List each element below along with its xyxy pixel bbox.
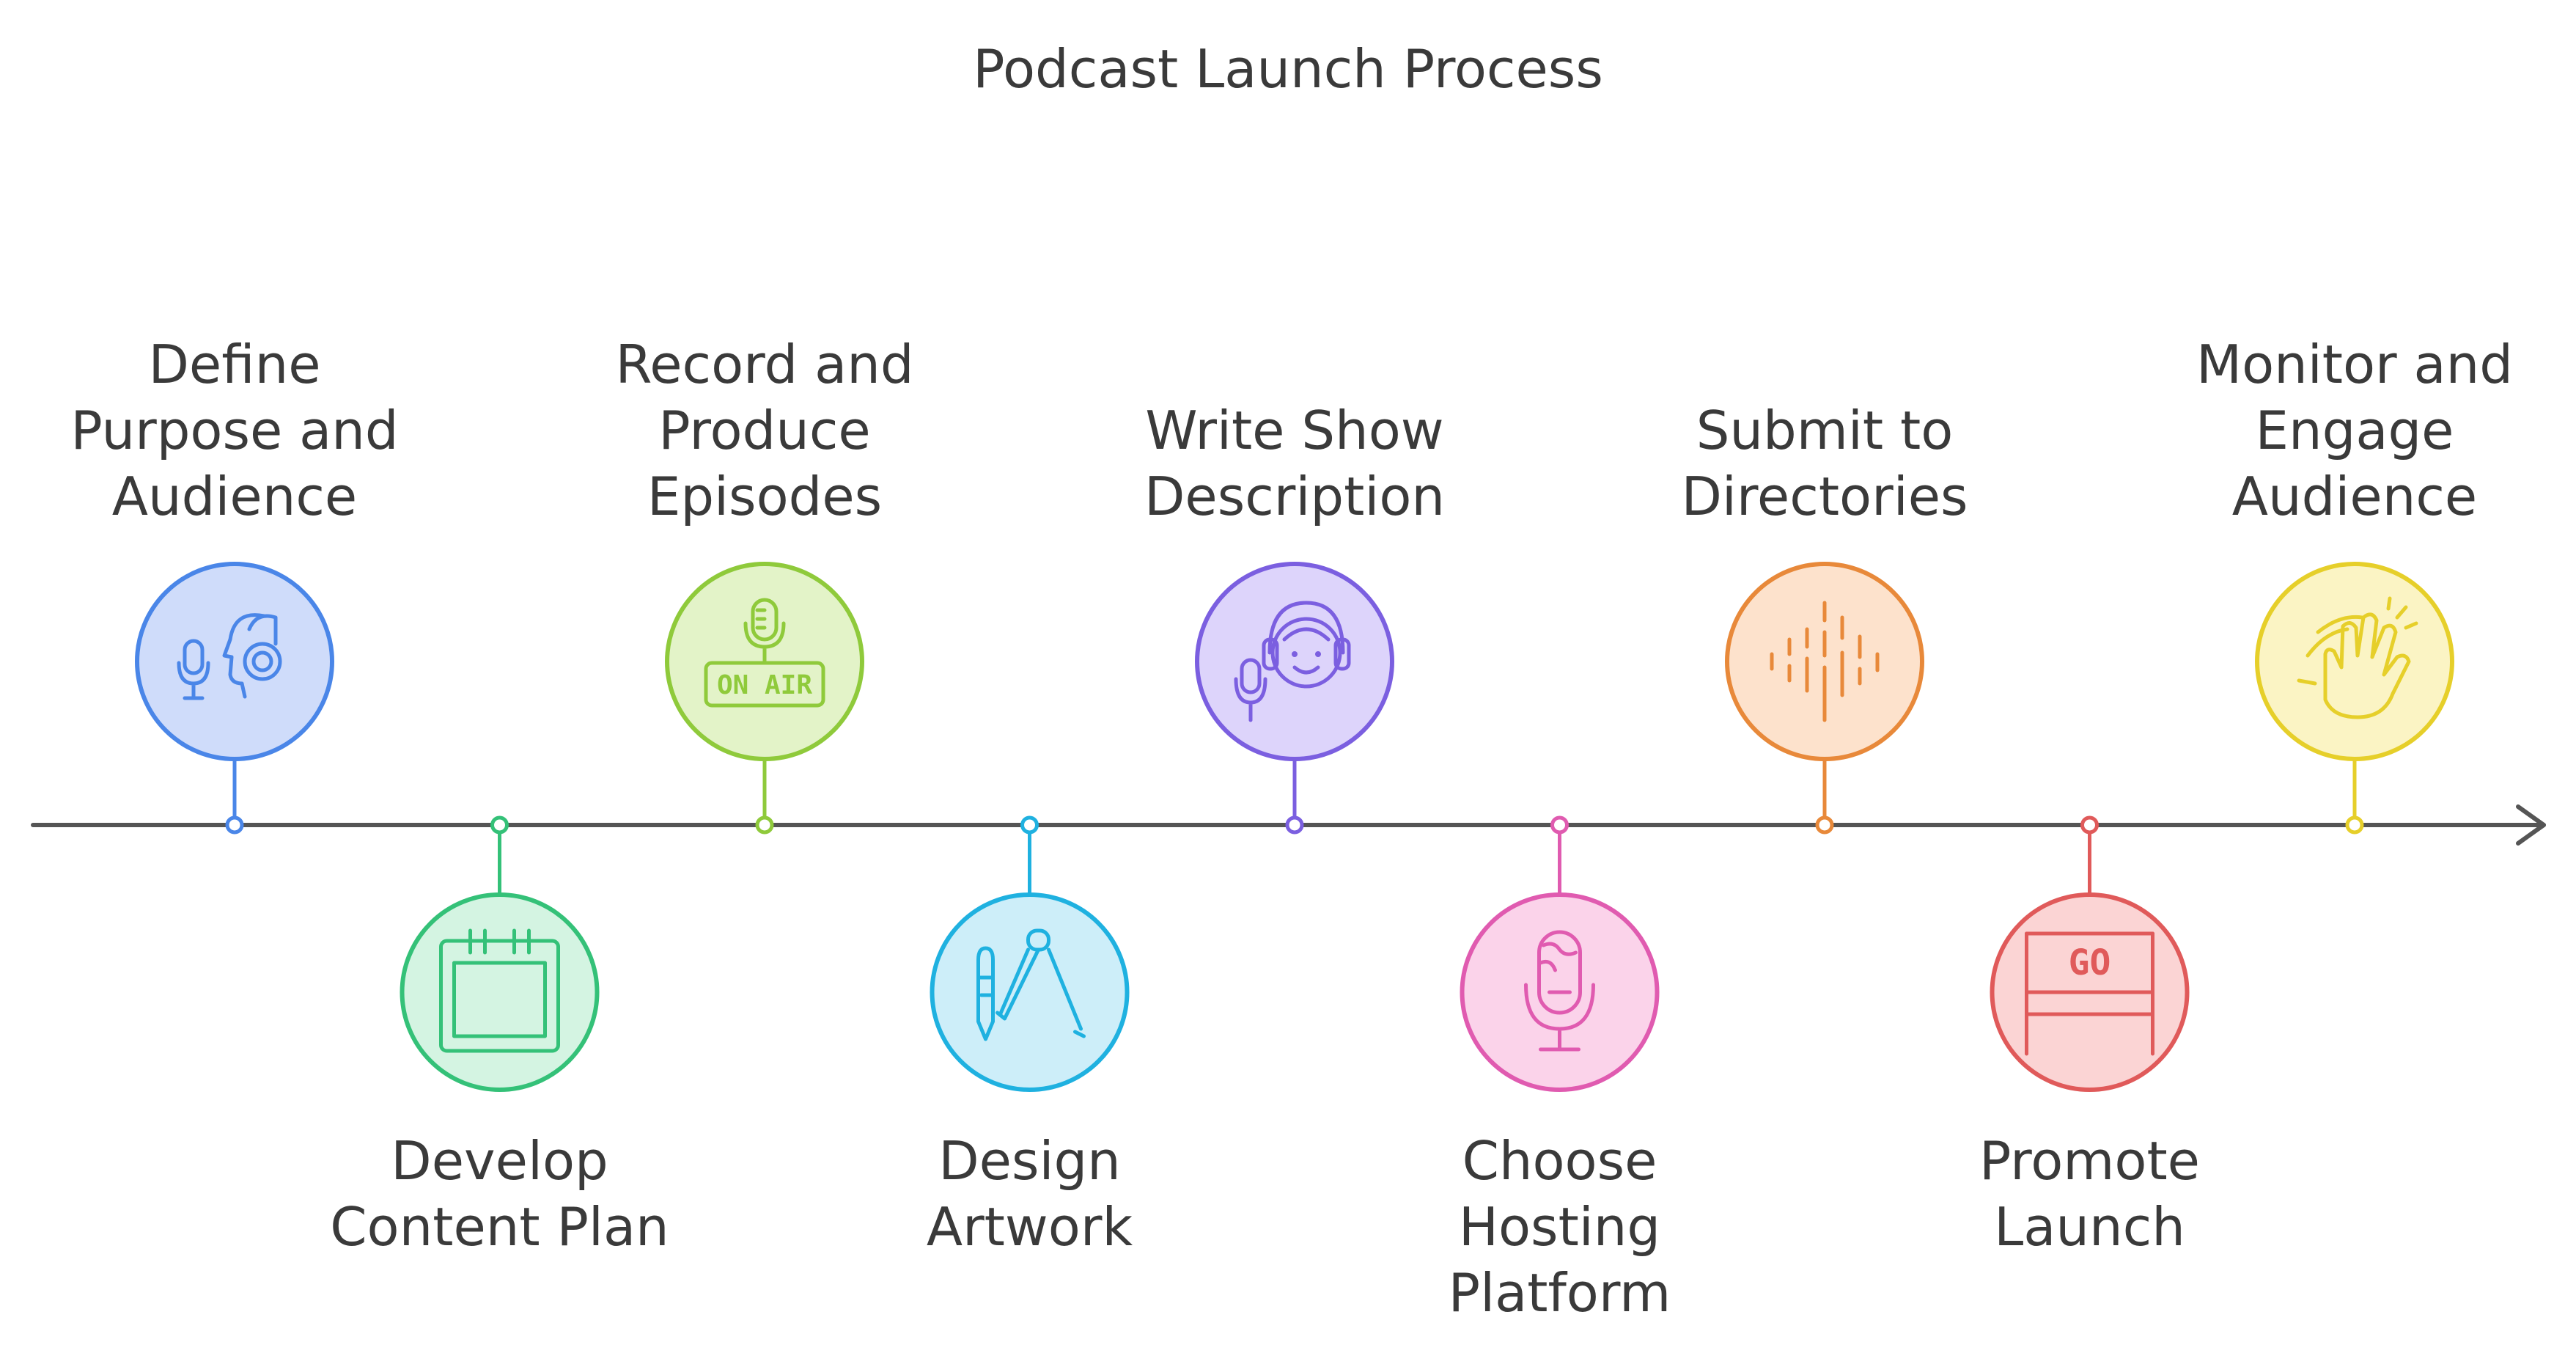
timeline-step	[135, 562, 334, 835]
step-circle	[135, 562, 334, 761]
timeline-node	[490, 815, 509, 835]
on-air-microphone-icon: ON AIR	[704, 598, 825, 708]
step-circle	[400, 892, 600, 1092]
timeline-node	[225, 815, 244, 835]
step-circle	[2255, 562, 2454, 761]
timeline-node	[2345, 815, 2364, 835]
step-circle	[1725, 562, 1924, 761]
timeline-step: ON AIR	[665, 562, 864, 835]
timeline-step	[1195, 562, 1394, 835]
timeline-node	[2080, 815, 2099, 835]
timeline-arrowhead	[2516, 804, 2546, 846]
timeline-node	[1020, 815, 1039, 835]
pen-compass-icon	[976, 928, 1086, 1041]
timeline-step	[930, 815, 1130, 1092]
go-sign-icon: GO	[2025, 931, 2154, 1056]
timeline-node	[755, 815, 774, 835]
icon-text-go: GO	[2069, 942, 2111, 983]
step-circle	[930, 892, 1130, 1092]
step-label: Record and Produce Episodes	[615, 334, 914, 527]
step-circle	[1195, 562, 1394, 761]
clapping-hands-icon	[2297, 596, 2418, 719]
calendar-icon	[439, 928, 560, 1053]
diagram-title: Podcast Launch Process	[973, 38, 1603, 100]
timeline-node	[1285, 815, 1304, 835]
icon-text-on-air: ON AIR	[717, 670, 812, 700]
timeline-step	[1460, 815, 1660, 1092]
timeline-node	[1815, 815, 1834, 835]
step-label: Develop Content Plan	[330, 1130, 669, 1258]
timeline-node	[1550, 815, 1569, 835]
step-label: Promote Launch	[1979, 1130, 2200, 1258]
step-label: Monitor and Engage Audience	[2196, 334, 2514, 527]
step-label: Write Show Description	[1144, 400, 1446, 527]
globe-microphone-icon	[1524, 930, 1595, 1052]
timeline-step	[400, 815, 600, 1092]
microphone-headset-person-icon	[177, 613, 282, 700]
sound-wave-icon	[1770, 601, 1880, 722]
step-label: Submit to Directories	[1681, 400, 1968, 527]
step-label: Define Purpose and Audience	[70, 334, 399, 527]
podcaster-headphones-icon	[1234, 601, 1351, 722]
timeline-step	[2255, 562, 2454, 835]
step-label: Choose Hosting Platform	[1448, 1130, 1671, 1324]
step-label: Design Artwork	[926, 1130, 1133, 1258]
timeline-step: GO	[1990, 815, 2190, 1092]
timeline-step	[1725, 562, 1924, 835]
